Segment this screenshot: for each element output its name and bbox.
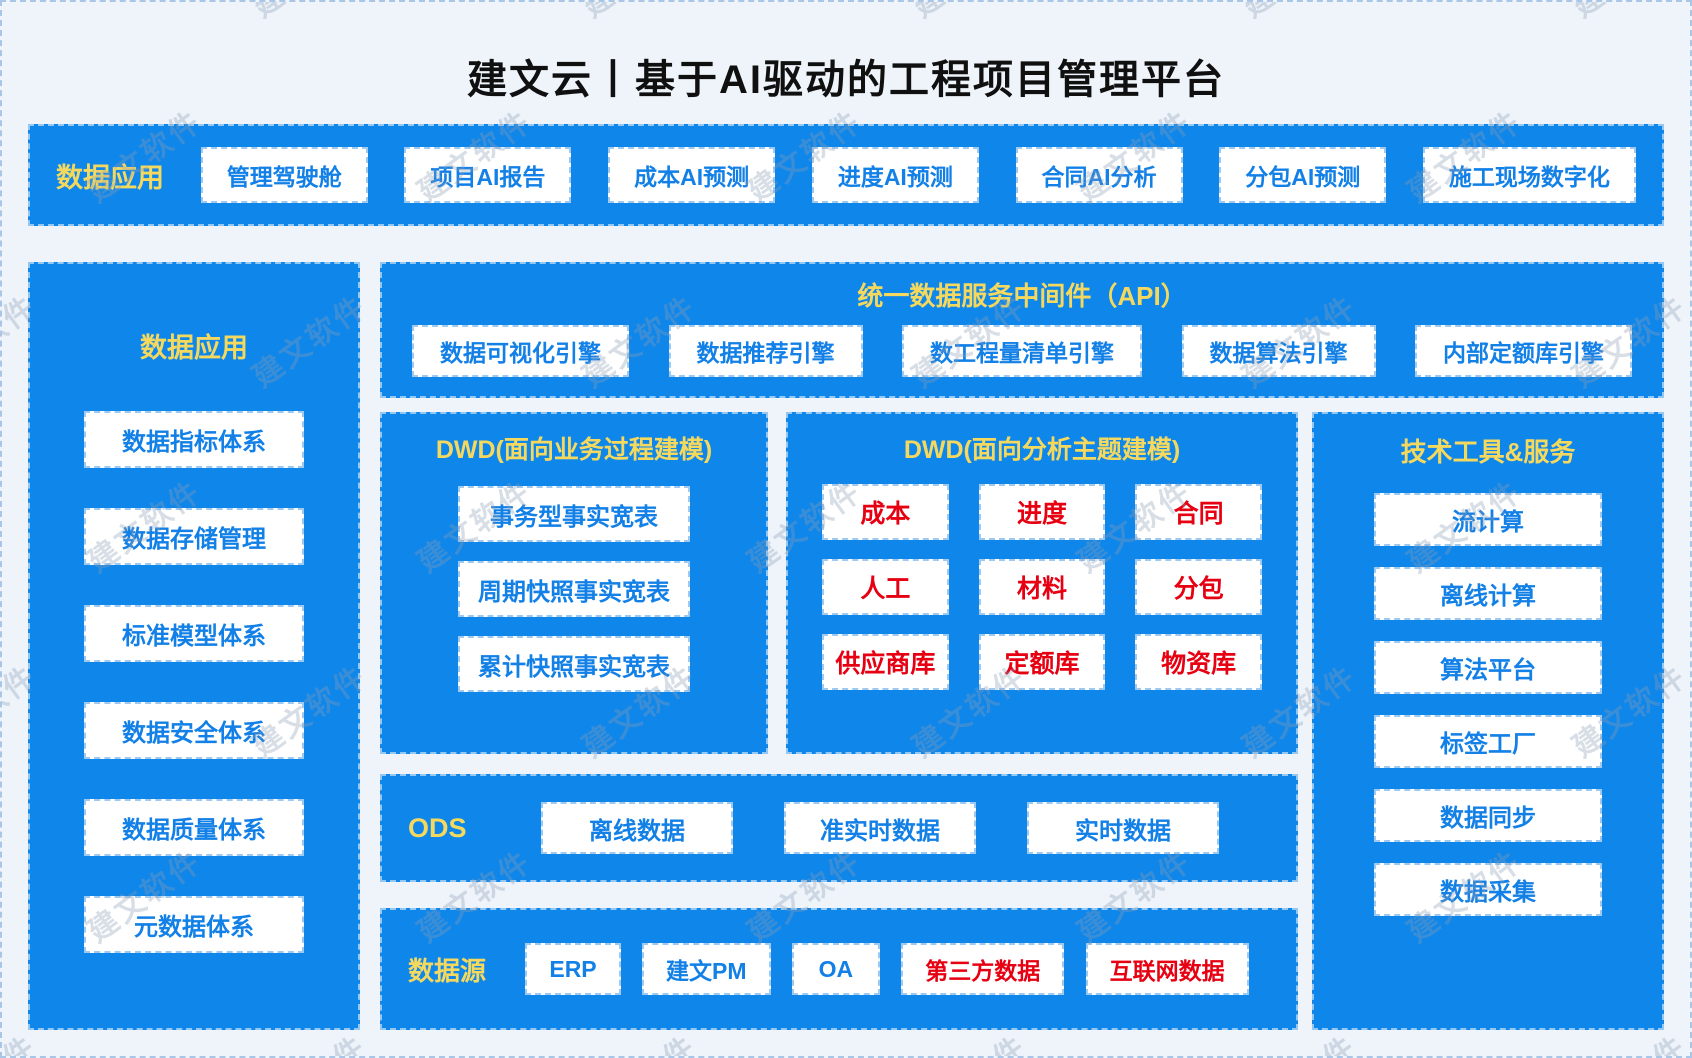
watermark-text: 建文软件 <box>242 2 375 26</box>
dwd-row: DWD(面向业务过程建模) 事务型事实宽表 周期快照事实宽表 累计快照事实宽表 … <box>380 412 1298 754</box>
subcontract-ai-forecast-box: 分包AI预测 <box>1219 147 1387 203</box>
material-box: 材料 <box>978 559 1106 615</box>
periodic-snapshot-fact-table-box: 周期快照事实宽表 <box>458 561 690 617</box>
tag-factory-box: 标签工厂 <box>1374 715 1602 768</box>
api-panel-list: 数据可视化引擎 数据推荐引擎 数工程量清单引擎 数据算法引擎 内部定额库引擎 <box>412 325 1632 377</box>
erp-box: ERP <box>525 943 621 995</box>
data-quality-system-box: 数据质量体系 <box>84 799 304 856</box>
accumulating-snapshot-fact-table-box: 累计快照事实宽表 <box>458 636 690 692</box>
tech-panel-list: 流计算 离线计算 算法平台 标签工厂 数据同步 数据采集 <box>1374 493 1602 916</box>
stream-computing-box: 流计算 <box>1374 493 1602 546</box>
dwd-analysis-grid: 成本 进度 合同 人工 材料 分包 供应商库 定额库 物资库 <box>822 484 1262 690</box>
data-source-label: 数据源 <box>408 955 487 986</box>
watermark-text: 建文软件 <box>1232 2 1365 26</box>
top-bar-data-application-panel: 数据应用 管理驾驶舱 项目AI报告 成本AI预测 进度AI预测 合同AI分析 分… <box>28 124 1664 226</box>
data-source-panel: 数据源 ERP 建文PM OA 第三方数据 互联网数据 <box>380 908 1298 1030</box>
contract-box: 合同 <box>1135 484 1262 540</box>
unified-data-service-middleware-panel: 统一数据服务中间件（API） 数据可视化引擎 数据推荐引擎 数工程量清单引擎 数… <box>380 262 1664 398</box>
internet-data-box: 互联网数据 <box>1085 943 1249 995</box>
data-sync-box: 数据同步 <box>1374 789 1602 842</box>
offline-data-box: 离线数据 <box>541 802 733 854</box>
data-algorithm-engine-box: 数据算法引擎 <box>1181 325 1376 377</box>
oa-box: OA <box>791 943 880 995</box>
ods-label: ODS <box>408 812 467 843</box>
dwd-business-list: 事务型事实宽表 周期快照事实宽表 累计快照事实宽表 <box>458 486 690 692</box>
realtime-data-box: 实时数据 <box>1027 802 1219 854</box>
third-party-data-box: 第三方数据 <box>901 943 1065 995</box>
boq-engine-box: 数工程量清单引擎 <box>902 325 1142 377</box>
watermark-text: 建文软件 <box>1562 2 1690 26</box>
data-security-system-box: 数据安全体系 <box>84 702 304 759</box>
page-title: 建文云丨基于AI驱动的工程项目管理平台 <box>467 58 1225 102</box>
ods-panel: ODS 离线数据 准实时数据 实时数据 <box>380 774 1298 882</box>
data-storage-management-box: 数据存储管理 <box>84 508 304 565</box>
metadata-system-box: 元数据体系 <box>84 896 304 953</box>
data-visualization-engine-box: 数据可视化引擎 <box>412 325 629 377</box>
jianwen-pm-box: 建文PM <box>642 943 771 995</box>
main-area: 数据应用 数据指标体系 数据存储管理 标准模型体系 数据安全体系 数据质量体系 … <box>28 262 1664 1030</box>
quota-db-box: 定额库 <box>978 634 1106 690</box>
left-data-application-panel: 数据应用 数据指标体系 数据存储管理 标准模型体系 数据安全体系 数据质量体系 … <box>28 262 360 1030</box>
dwd-business-label: DWD(面向业务过程建模) <box>435 436 713 464</box>
watermark-text: 建文软件 <box>572 2 705 26</box>
watermark-text: 建文软件 <box>2 2 44 26</box>
site-digitalization-box: 施工现场数字化 <box>1422 147 1636 203</box>
contract-ai-analysis-box: 合同AI分析 <box>1015 147 1183 203</box>
subcontract-box: 分包 <box>1135 559 1262 615</box>
watermark-text: 建文软件 <box>902 2 1035 26</box>
material-db-box: 物资库 <box>1135 634 1262 690</box>
cost-ai-forecast-box: 成本AI预测 <box>608 147 776 203</box>
dwd-analysis-theme-panel: DWD(面向分析主题建模) 成本 进度 合同 人工 材料 分包 供应商库 定额库 <box>786 412 1298 754</box>
middle-row: DWD(面向业务过程建模) 事务型事实宽表 周期快照事实宽表 累计快照事实宽表 … <box>380 412 1664 1030</box>
labor-box: 人工 <box>822 559 949 615</box>
api-panel-label: 统一数据服务中间件（API） <box>857 281 1187 311</box>
schedule-box: 进度 <box>978 484 1106 540</box>
management-cockpit-box: 管理驾驶舱 <box>200 147 368 203</box>
left-panel-list: 数据指标体系 数据存储管理 标准模型体系 数据安全体系 数据质量体系 元数据体系 <box>84 411 304 953</box>
algorithm-platform-box: 算法平台 <box>1374 641 1602 694</box>
left-panel-label: 数据应用 <box>140 333 248 363</box>
supplier-db-box: 供应商库 <box>822 634 949 690</box>
middle-column: DWD(面向业务过程建模) 事务型事实宽表 周期快照事实宽表 累计快照事实宽表 … <box>380 412 1298 1030</box>
ods-list: 离线数据 准实时数据 实时数据 <box>490 802 1270 854</box>
tech-panel-label: 技术工具&服务 <box>1400 437 1576 467</box>
project-ai-report-box: 项目AI报告 <box>404 147 572 203</box>
data-collection-box: 数据采集 <box>1374 863 1602 916</box>
standard-model-system-box: 标准模型体系 <box>84 605 304 662</box>
transactional-fact-table-box: 事务型事实宽表 <box>458 486 690 542</box>
dwd-analysis-label: DWD(面向分析主题建模) <box>903 436 1181 464</box>
data-metric-system-box: 数据指标体系 <box>84 411 304 468</box>
offline-computing-box: 离线计算 <box>1374 567 1602 620</box>
cost-box: 成本 <box>822 484 949 540</box>
internal-quota-db-engine-box: 内部定额库引擎 <box>1415 325 1632 377</box>
top-bar-label: 数据应用 <box>56 162 164 193</box>
right-area: 统一数据服务中间件（API） 数据可视化引擎 数据推荐引擎 数工程量清单引擎 数… <box>380 262 1664 1030</box>
data-source-list: ERP 建文PM OA 第三方数据 互联网数据 <box>504 943 1270 995</box>
near-realtime-data-box: 准实时数据 <box>784 802 976 854</box>
tech-tools-services-panel: 技术工具&服务 流计算 离线计算 算法平台 标签工厂 数据同步 数据采集 <box>1312 412 1664 1030</box>
data-recommendation-engine-box: 数据推荐引擎 <box>668 325 863 377</box>
dwd-business-process-panel: DWD(面向业务过程建模) 事务型事实宽表 周期快照事实宽表 累计快照事实宽表 <box>380 412 768 754</box>
schedule-ai-forecast-box: 进度AI预测 <box>811 147 979 203</box>
